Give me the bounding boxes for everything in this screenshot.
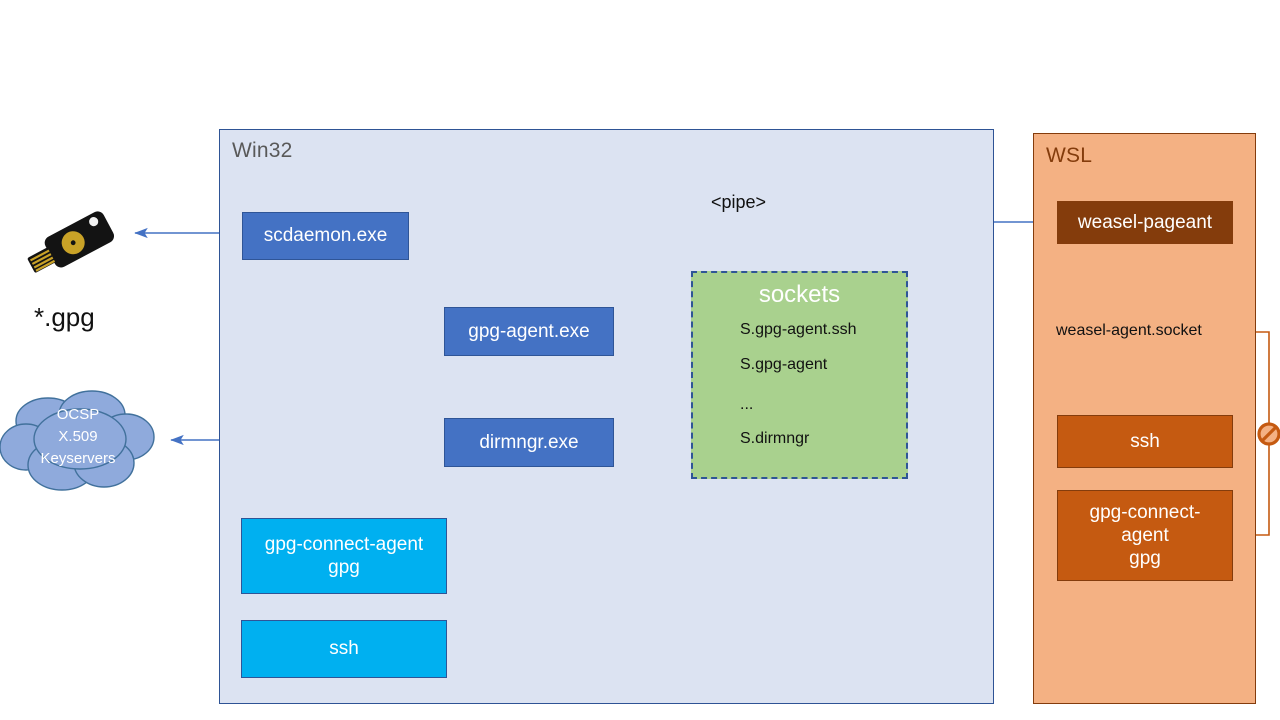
sockets-group-title: sockets <box>758 281 841 308</box>
panel-win32-title: Win32 <box>232 139 293 162</box>
node-ssh-win32[interactable]: ssh <box>241 620 447 678</box>
node-gca-wsl-line2: agent <box>1121 524 1169 546</box>
weasel-agent-socket-label[interactable]: weasel-agent.socket <box>1056 322 1202 339</box>
ocsp-cloud-shape <box>0 390 155 491</box>
panel-wsl-title: WSL <box>1046 144 1093 167</box>
node-gpg-agent-exe[interactable]: gpg-agent.exe <box>444 307 614 356</box>
node-ssh-wsl[interactable]: ssh <box>1057 415 1233 468</box>
node-gca-wsl-line1: gpg-connect- <box>1089 501 1201 523</box>
node-gpg-connect-agent-wsl[interactable]: gpg-connect- agent gpg <box>1057 490 1233 581</box>
socket-item-s-gpg-agent[interactable]: S.gpg-agent <box>740 356 828 373</box>
node-weasel-pageant[interactable]: weasel-pageant <box>1057 201 1233 244</box>
node-gca-win-line2: gpg <box>328 557 360 578</box>
socket-item-s-dirmngr[interactable]: S.dirmngr <box>740 430 810 447</box>
socket-item-ellipsis[interactable]: ... <box>740 396 754 413</box>
sockets-group <box>691 271 908 479</box>
gpg-files-label: *.gpg <box>34 302 95 332</box>
no-entry-icon <box>1257 422 1280 446</box>
node-gpg-connect-agent-win32[interactable]: gpg-connect-agent gpg <box>241 518 447 594</box>
cloud-line-x509: X.509 <box>58 427 98 445</box>
node-scdaemon-exe[interactable]: scdaemon.exe <box>242 212 409 260</box>
ocsp-cloud-label: OCSP X.509 Keyservers <box>14 404 142 469</box>
pipe-annotation-label: <pipe> <box>711 192 767 212</box>
cloud-line-ocsp: OCSP <box>56 406 100 423</box>
usb-security-key-icon <box>27 211 115 273</box>
node-gca-win-line1: gpg-connect-agent <box>264 533 424 555</box>
node-gca-wsl-line3: gpg <box>1129 548 1161 570</box>
socket-item-s-gpg-agent-ssh[interactable]: S.gpg-agent.ssh <box>740 321 857 338</box>
cloud-line-keyservers: Keyservers <box>40 449 116 467</box>
node-dirmngr-exe[interactable]: dirmngr.exe <box>444 418 614 467</box>
